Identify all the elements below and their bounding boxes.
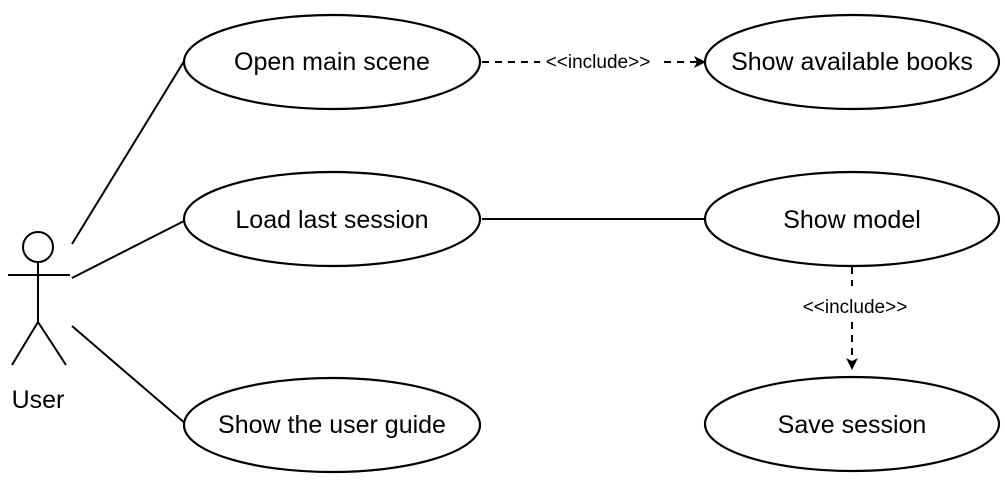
- svg-text:Show available books: Show available books: [731, 48, 973, 76]
- actor-left-leg: [11, 321, 39, 366]
- association-load-last-session: [71, 219, 187, 279]
- include-label-save: <<include>>: [803, 297, 908, 318]
- usecase-save-session: Save session: [703, 375, 1001, 473]
- usecase-show-available-books: Show available books: [703, 13, 1001, 111]
- svg-text:Save session: Save session: [778, 411, 927, 439]
- svg-text:Show the user guide: Show the user guide: [218, 411, 446, 439]
- usecase-show-user-guide: Show the user guide: [182, 376, 482, 474]
- actor-label: User: [12, 386, 65, 414]
- association-show-user-guide: [71, 325, 187, 425]
- usecase-open-main-scene: Open main scene: [182, 13, 482, 111]
- actor-right-leg: [37, 321, 67, 366]
- usecase-show-model: Show model: [703, 170, 1001, 268]
- association-open-main-scene: [71, 57, 187, 245]
- svg-text:Load last session: Load last session: [235, 206, 428, 234]
- include-label-books: <<include>>: [546, 52, 651, 73]
- user-actor: User: [8, 231, 70, 414]
- svg-text:Show model: Show model: [783, 206, 921, 234]
- svg-text:Open main scene: Open main scene: [234, 48, 430, 76]
- usecase-load-last-session: Load last session: [182, 170, 482, 268]
- actor-head: [22, 231, 54, 263]
